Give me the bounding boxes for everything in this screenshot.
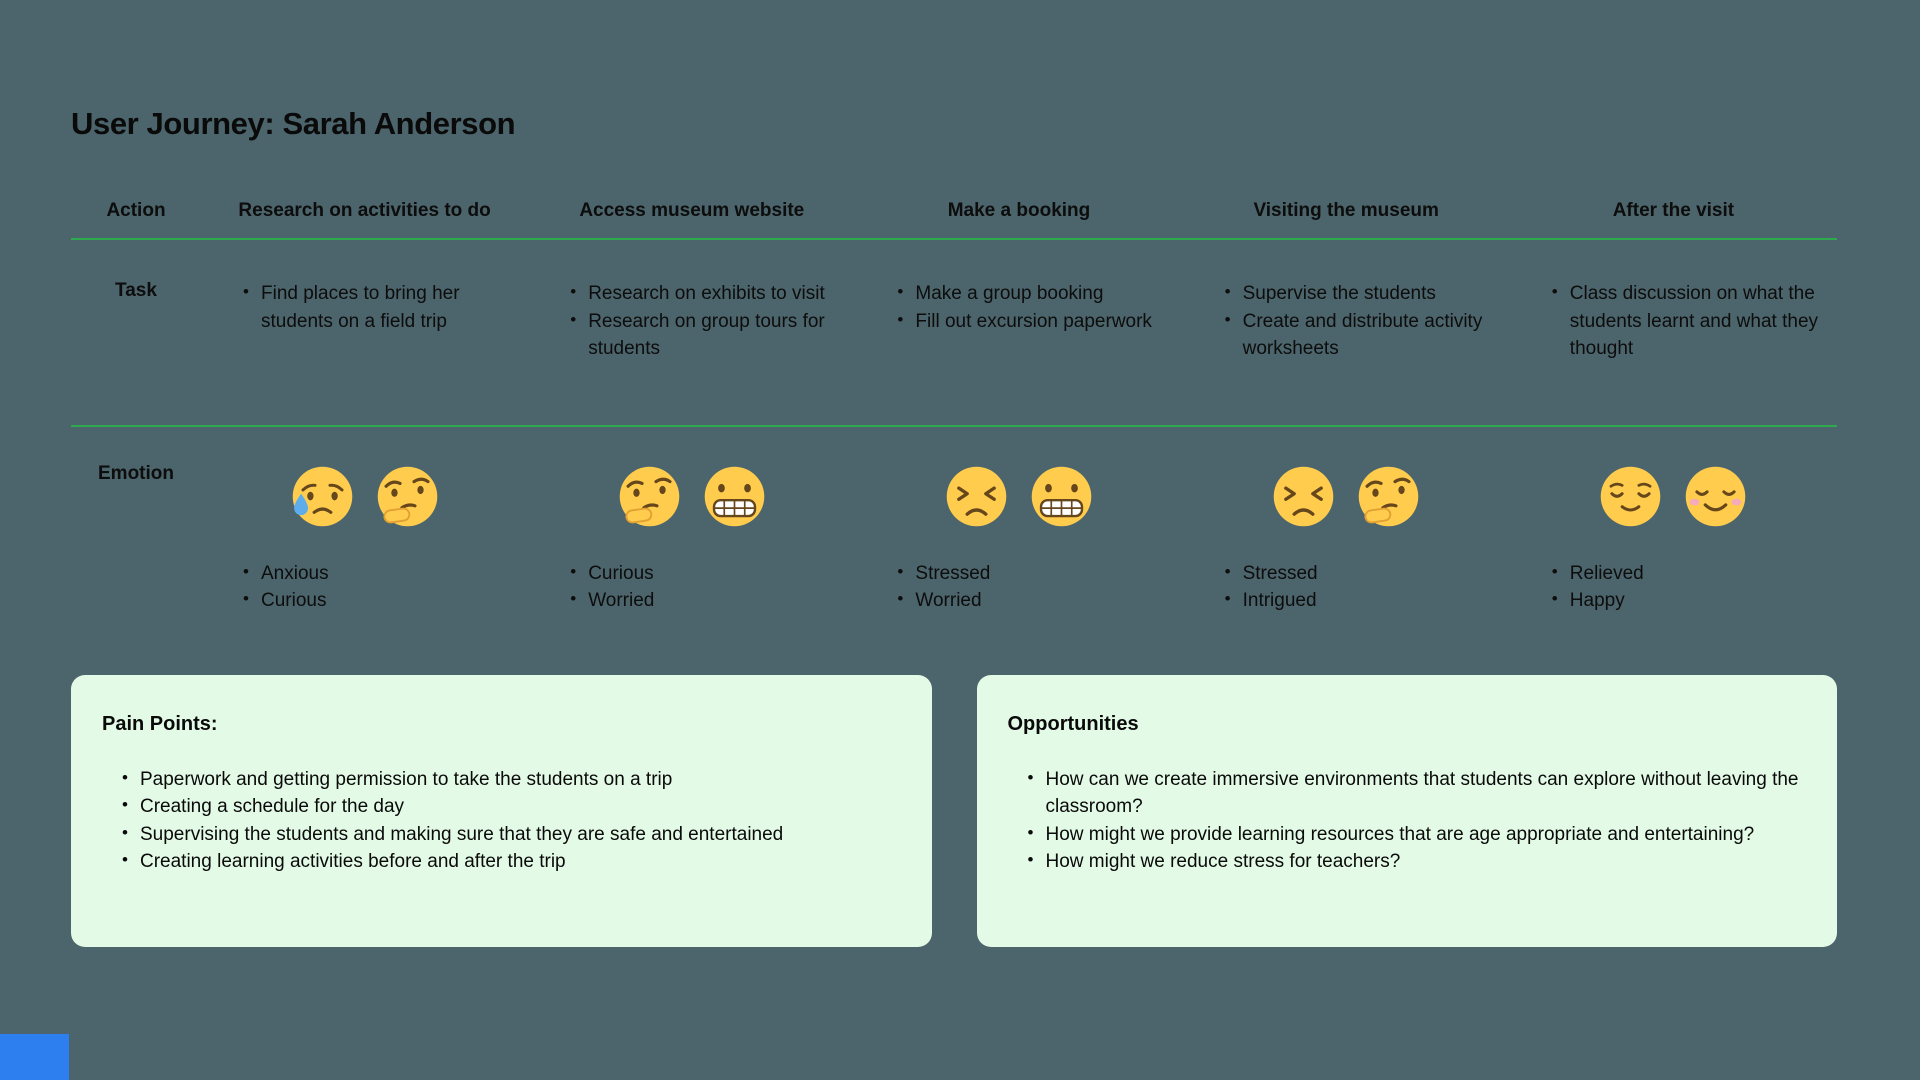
emotion-cell-after: Relieved Happy bbox=[1510, 463, 1837, 615]
emotion-row: Emotion Anxious Curious Curious bbox=[71, 427, 1837, 615]
emotion-item: Curious bbox=[241, 587, 518, 615]
task-row-label: Task bbox=[115, 280, 157, 301]
header-divider bbox=[71, 238, 1837, 240]
corner-accent bbox=[0, 1034, 69, 1080]
task-item: Create and distribute activity worksheet… bbox=[1223, 308, 1500, 363]
stressed-face-icon bbox=[943, 463, 1010, 530]
column-header-booking: Make a booking bbox=[947, 200, 1091, 221]
emoji-pair bbox=[1510, 463, 1837, 530]
emoji-pair bbox=[528, 463, 855, 530]
column-header-visiting: Visiting the museum bbox=[1253, 200, 1439, 221]
grimacing-face-icon bbox=[1028, 463, 1095, 530]
anxious-sweat-face-icon bbox=[289, 463, 356, 530]
column-header-after: After the visit bbox=[1612, 200, 1735, 221]
task-item: Research on exhibits to visit bbox=[568, 280, 845, 308]
task-cell-research: Find places to bring her students on a f… bbox=[201, 280, 528, 335]
thinking-face-icon bbox=[1355, 463, 1422, 530]
emotion-cell-visiting: Stressed Intrigued bbox=[1183, 463, 1510, 615]
thinking-face-icon bbox=[374, 463, 441, 530]
pain-points-panel: Pain Points: Paperwork and getting permi… bbox=[71, 674, 932, 947]
column-header-research: Research on activities to do bbox=[238, 200, 491, 221]
emotion-item: Relieved bbox=[1550, 560, 1827, 588]
column-header-website: Access museum website bbox=[579, 200, 805, 221]
header-row: Action Research on activities to do Acce… bbox=[71, 200, 1837, 222]
journey-table: Action Research on activities to do Acce… bbox=[71, 200, 1837, 615]
task-item: Make a group booking bbox=[895, 280, 1172, 308]
emotion-item: Stressed bbox=[1223, 560, 1500, 588]
task-item: Fill out excursion paperwork bbox=[895, 308, 1172, 336]
pain-point-item: Supervising the students and making sure… bbox=[120, 821, 896, 849]
opportunity-item: How can we create immersive environments… bbox=[1026, 766, 1802, 821]
pain-point-item: Creating a schedule for the day bbox=[120, 793, 896, 821]
opportunity-item: How might we reduce stress for teachers? bbox=[1026, 848, 1802, 876]
emotion-cell-booking: Stressed Worried bbox=[855, 463, 1182, 615]
task-item: Class discussion on what the students le… bbox=[1550, 280, 1827, 363]
pain-points-title: Pain Points: bbox=[102, 712, 218, 735]
task-cell-visiting: Supervise the students Create and distri… bbox=[1183, 280, 1510, 363]
task-divider bbox=[71, 424, 1837, 427]
emotion-item: Worried bbox=[568, 587, 845, 615]
emotion-item: Anxious bbox=[241, 560, 518, 588]
emotion-item: Happy bbox=[1550, 587, 1827, 615]
relieved-face-icon bbox=[1597, 463, 1664, 530]
task-cell-booking: Make a group booking Fill out excursion … bbox=[855, 280, 1182, 335]
emoji-pair bbox=[201, 463, 528, 530]
task-row: Task Find places to bring her students o… bbox=[71, 240, 1837, 409]
pain-point-item: Creating learning activities before and … bbox=[120, 848, 896, 876]
grimacing-face-icon bbox=[701, 463, 768, 530]
opportunities-panel: Opportunities How can we create immersiv… bbox=[976, 674, 1837, 947]
opportunities-title: Opportunities bbox=[1007, 712, 1139, 735]
task-item: Find places to bring her students on a f… bbox=[241, 280, 518, 335]
smiling-blush-face-icon bbox=[1682, 463, 1749, 530]
emotion-cell-research: Anxious Curious bbox=[201, 463, 528, 615]
bottom-panels: Pain Points: Paperwork and getting permi… bbox=[71, 674, 1837, 947]
task-cell-website: Research on exhibits to visit Research o… bbox=[528, 280, 855, 363]
emotion-cell-website: Curious Worried bbox=[528, 463, 855, 615]
task-item: Supervise the students bbox=[1223, 280, 1500, 308]
pain-point-item: Paperwork and getting permission to take… bbox=[120, 766, 896, 794]
emotion-item: Worried bbox=[895, 587, 1172, 615]
emotion-item: Intrigued bbox=[1223, 587, 1500, 615]
emotion-item: Stressed bbox=[895, 560, 1172, 588]
opportunity-item: How might we provide learning resources … bbox=[1026, 821, 1802, 849]
task-cell-after: Class discussion on what the students le… bbox=[1510, 280, 1837, 363]
thinking-face-icon bbox=[616, 463, 683, 530]
journey-map-canvas: User Journey: Sarah Anderson Action Rese… bbox=[0, 0, 1920, 947]
stressed-face-icon bbox=[1270, 463, 1337, 530]
emotion-item: Curious bbox=[568, 560, 845, 588]
emoji-pair bbox=[855, 463, 1182, 530]
task-item: Research on group tours for students bbox=[568, 308, 845, 363]
page-title: User Journey: Sarah Anderson bbox=[71, 106, 516, 141]
emoji-pair bbox=[1183, 463, 1510, 530]
column-header-action: Action bbox=[106, 200, 166, 221]
emotion-row-label: Emotion bbox=[98, 462, 174, 484]
